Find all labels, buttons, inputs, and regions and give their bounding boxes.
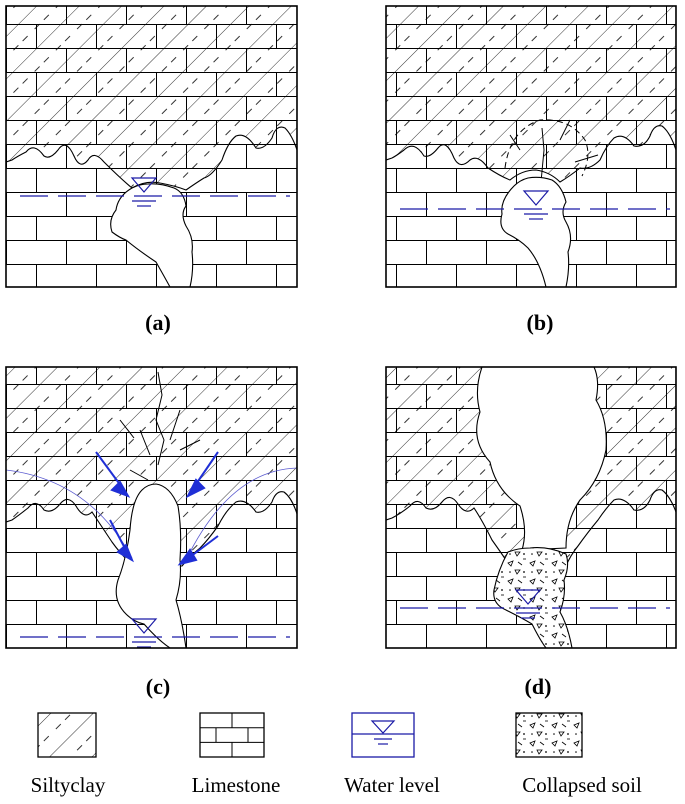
panel-b-label: (b) [527,310,554,335]
panel-c-label: (c) [146,674,170,699]
water-level-line [400,190,670,220]
dome-crack [504,119,589,177]
karst-cavity [115,483,187,648]
panel-a-frame [5,5,298,288]
water-level-line [20,618,290,648]
siltyclay-layer [386,6,676,183]
karst-cavity [110,183,194,287]
panel-d-label: (d) [525,674,552,699]
vertical-crack [509,119,599,183]
panel-a-label: (a) [145,310,171,335]
panel-c [6,367,297,648]
panel-d-frame [385,366,677,649]
panel-c-frame [5,366,298,649]
cracks [119,371,201,481]
water-level-line [400,589,670,619]
legend-limestone-swatch [199,712,265,758]
legend-limestone-label: Limestone [192,773,281,797]
legend: Siltyclay Limestone Water level Collapse… [31,712,642,797]
karst-cavity [500,176,572,287]
panel-a [6,6,297,287]
seepage-arrows [95,451,219,566]
legend-water-level-label: Water level [344,773,440,797]
legend-collapsed-soil-label: Collapsed soil [522,773,642,797]
panel-b [386,6,676,287]
legend-siltyclay-label: Siltyclay [31,773,106,797]
siltyclay-layer [6,6,297,191]
panel-d [386,367,676,648]
legend-siltyclay-swatch [37,712,97,758]
collapse-pit [476,367,607,551]
panel-b-frame [385,5,677,288]
legend-collapsed-soil-swatch [515,712,583,758]
legend-water-level-swatch [351,712,415,758]
water-level-line [20,177,290,207]
